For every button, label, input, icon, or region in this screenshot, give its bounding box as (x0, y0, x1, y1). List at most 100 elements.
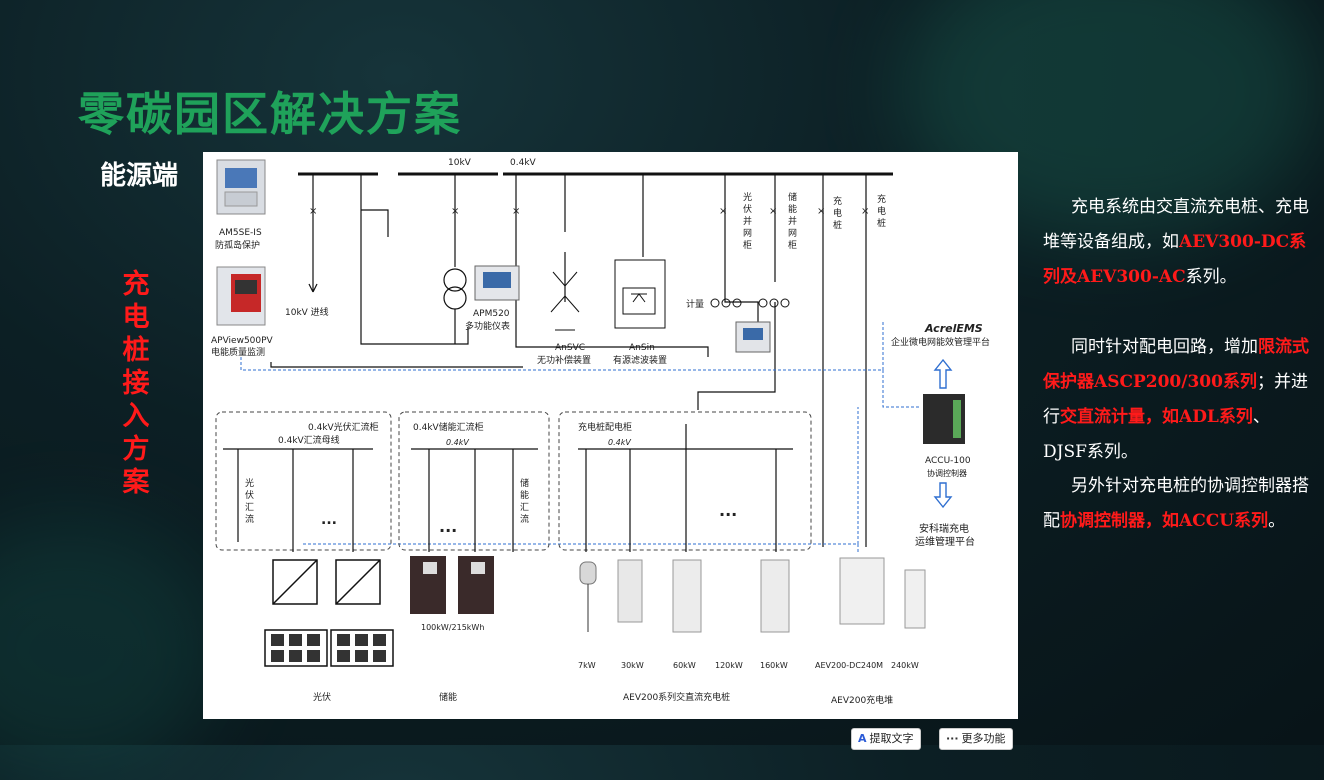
svg-text:×: × (309, 206, 317, 217)
svg-text:×: × (451, 206, 459, 217)
battery-cabinet-icons (410, 556, 494, 614)
svg-text:电: 电 (877, 205, 886, 217)
svg-text:汇: 汇 (520, 502, 529, 513)
more-dots-icon: ··· (946, 732, 959, 745)
svg-text:能: 能 (520, 489, 529, 501)
ems-name: AcrelEMS (924, 322, 983, 335)
svg-text:桩: 桩 (877, 217, 886, 229)
vertical-char: 电 (122, 302, 150, 333)
svg-text:×: × (861, 206, 869, 217)
svg-text:流: 流 (520, 513, 529, 525)
svg-text:电: 电 (833, 207, 842, 219)
paragraph-1: 充电系统由交直流充电桩、充电堆等设备组成，如AEV300-DC系列及AEV300… (1043, 197, 1309, 287)
svg-text:160kW: 160kW (760, 661, 788, 670)
svg-text:网: 网 (788, 228, 797, 239)
metering-label: 计量 (686, 298, 704, 310)
svg-text:储能: 储能 (439, 691, 457, 703)
charger-icons (579, 557, 926, 633)
svg-text:×: × (769, 206, 777, 217)
section-subtitle: 能源端 (100, 161, 179, 191)
vertical-label: 充 电 桩 接 入 方 案 (118, 268, 154, 499)
svg-text:并: 并 (788, 215, 797, 227)
svg-text:伏: 伏 (245, 489, 254, 501)
pv-switch-label: 光 伏 汇 流 储 能 汇 流 (245, 477, 529, 525)
cabinet-labels: 光 伏 并 网 柜 储 能 并 网 柜 充 电 桩 充 电 桩 (743, 191, 886, 251)
incoming-label: 10kV 进线 (285, 306, 329, 318)
vertical-char: 案 (122, 467, 150, 498)
svg-text:光伏: 光伏 (313, 691, 331, 703)
svg-text:光: 光 (743, 191, 752, 203)
svg-text:30kW: 30kW (621, 661, 644, 670)
svg-text:AEV200系列交直流充电桩: AEV200系列交直流充电桩 (623, 691, 730, 703)
am5se-device-icon (216, 159, 266, 215)
svg-text:7kW: 7kW (578, 661, 596, 670)
svg-text:桩: 桩 (833, 219, 842, 231)
svg-text:AEV200-DC240M: AEV200-DC240M (815, 661, 883, 670)
up-arrow-icon (933, 358, 953, 389)
ops-line1: 安科瑞充电 (919, 522, 969, 535)
vertical-char: 入 (122, 401, 150, 432)
svg-text:充: 充 (833, 195, 842, 207)
paragraph-2: 同时针对配电回路，增加限流式保护器ASCP200/300系列；并进行交直流计量，… (1043, 337, 1309, 462)
svg-text:能: 能 (788, 203, 797, 215)
apm-desc: 多功能仪表 (465, 320, 510, 332)
apview-label: APView500PV (211, 336, 274, 346)
svg-text:柜: 柜 (788, 239, 797, 251)
svg-text:光: 光 (245, 477, 254, 489)
es-voltage: 0.4kV (446, 438, 469, 447)
capacity-label: 100kW/215kWh (421, 623, 484, 632)
charger-power-labels: 7kW 30kW 60kW 120kW 160kW AEV200-DC240M … (578, 661, 919, 670)
page-title: 零碳园区解决方案 (78, 87, 462, 141)
paragraph-3: 另外针对充电桩的协调控制器搭配协调控制器，如ACCU系列。 (1043, 476, 1309, 531)
cabinet-boxes (215, 411, 812, 551)
pv-inverter-icons (272, 559, 381, 605)
svg-text:×: × (719, 206, 727, 217)
svg-text:柜: 柜 (743, 239, 752, 251)
svg-text:汇: 汇 (245, 502, 254, 513)
svg-text:伏: 伏 (743, 203, 752, 215)
ops-line2: 运维管理平台 (915, 535, 975, 548)
more-features-button[interactable]: ···更多功能 (939, 728, 1013, 750)
svg-text:120kW: 120kW (715, 661, 743, 670)
apm-label: APM520 (473, 309, 510, 319)
vertical-char: 方 (122, 434, 150, 465)
ansvc-desc: 无功补偿装置 (537, 354, 591, 366)
ellipsis-es: ... (439, 517, 457, 536)
bottom-labels: 光伏 储能 AEV200系列交直流充电桩 AEV200充电堆 (313, 691, 893, 706)
svg-text:储: 储 (520, 477, 529, 489)
ansin-label: AnSin (629, 343, 655, 353)
down-arrow-icon (933, 482, 953, 509)
accu-name: ACCU-100 (925, 456, 971, 466)
svg-text:储: 储 (788, 191, 797, 203)
svg-text:×: × (817, 206, 825, 217)
svg-text:网: 网 (743, 228, 752, 239)
switch-markers: × × × × × × × (309, 206, 869, 217)
box-busbars (223, 424, 793, 552)
vertical-char: 接 (122, 368, 150, 399)
diagram-svg: AM5SE-IS 防孤岛保护 APView500PV 电能质量监测 10kV 0… (211, 158, 990, 706)
label-04kv: 0.4kV (510, 158, 537, 168)
comm-lines (240, 322, 921, 552)
ansin-icon (614, 259, 666, 329)
feeder-lines (270, 174, 867, 547)
ansvc-icon (550, 271, 580, 331)
pv-bus-label: 0.4kV汇流母线 (278, 434, 340, 446)
vertical-char: 充 (122, 269, 150, 300)
pv-box-title: 0.4kV光伏汇流柜 (308, 421, 379, 433)
ansvc-label: AnSVC (555, 343, 585, 353)
svg-text:×: × (512, 206, 520, 217)
vertical-char: 桩 (122, 335, 150, 366)
background-glow (0, 520, 220, 780)
apview-device-icon (216, 266, 266, 326)
text-extract-icon: A (858, 732, 867, 745)
svg-text:60kW: 60kW (673, 661, 696, 670)
charge-box-title: 充电桩配电柜 (578, 421, 632, 433)
meter-device-icon (735, 321, 771, 353)
ellipsis-charge: ... (719, 501, 737, 520)
metering-ct-icons (710, 298, 790, 308)
am5se-label: AM5SE-IS (219, 228, 262, 238)
svg-text:AEV200充电堆: AEV200充电堆 (831, 694, 893, 706)
svg-text:240kW: 240kW (891, 661, 919, 670)
ansin-desc: 有源滤波装置 (613, 354, 667, 366)
